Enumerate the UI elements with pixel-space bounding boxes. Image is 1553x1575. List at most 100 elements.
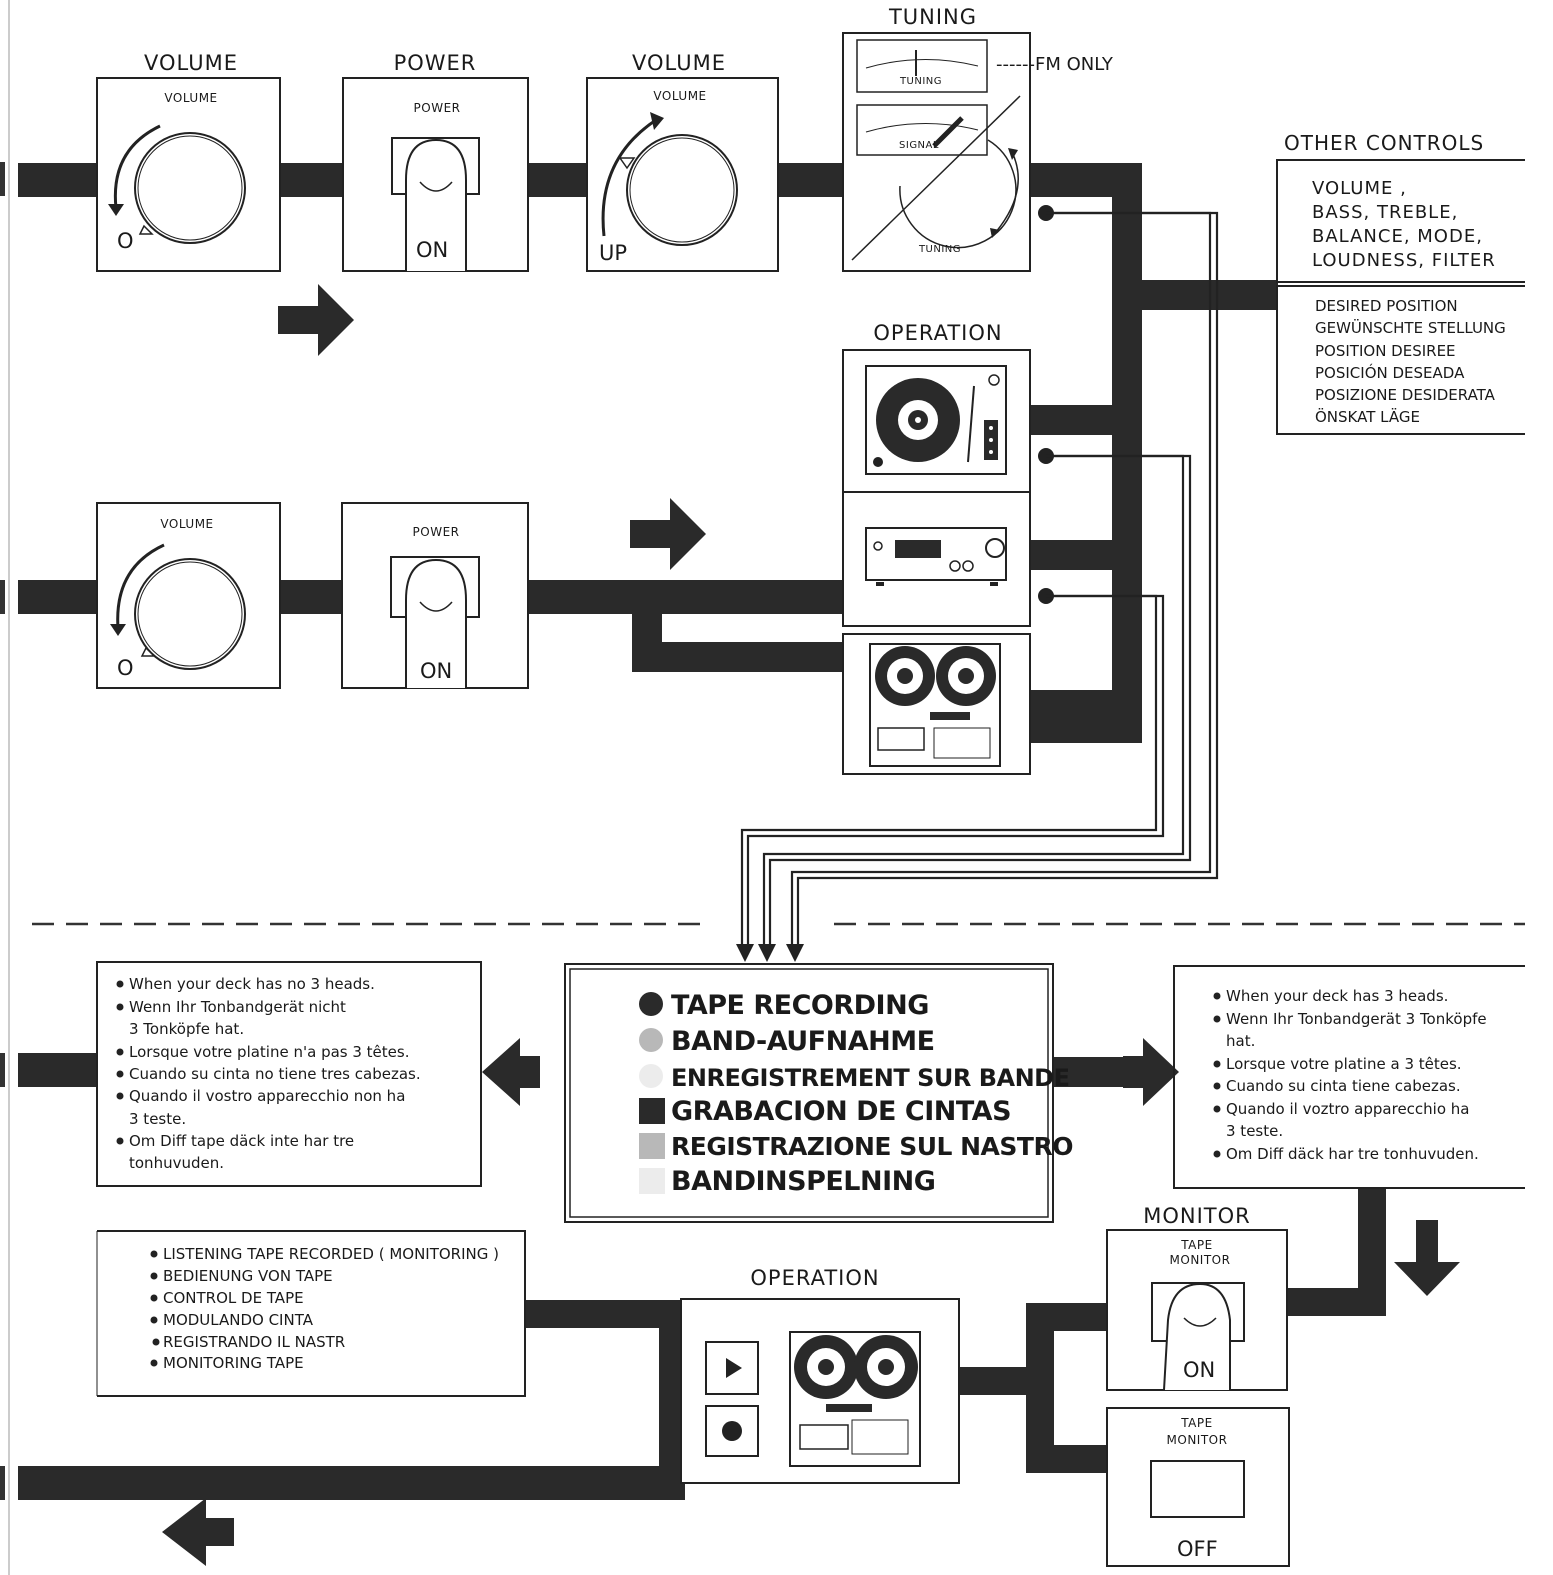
monitoring-item: LISTENING TAPE RECORDED ( MONITORING ) — [163, 1245, 499, 1263]
power-panel-1-state: ON — [416, 238, 448, 262]
legend-dot-light — [639, 1064, 663, 1088]
note-line: 3 teste. — [129, 1110, 186, 1128]
legend-dot-gray — [639, 1028, 663, 1052]
other-controls: OTHER CONTROLS VOLUME , BASS, TREBLE, BA… — [1276, 131, 1525, 435]
power-panel-2-state: ON — [420, 659, 452, 683]
note-line: Cuando su cinta tiene cabezas. — [1226, 1077, 1461, 1095]
note-line: Wenn Ihr Tonbandgerät nicht — [129, 998, 346, 1016]
operation-bottom-title: OPERATION — [750, 1266, 879, 1290]
recording-item: REGISTRAZIONE SUL NASTRO — [671, 1132, 1073, 1161]
note-line: 3 Tonköpfe hat. — [129, 1020, 244, 1038]
volume-panel-1-inner-label: VOLUME — [164, 91, 217, 105]
control-item: BALANCE, MODE, — [1312, 226, 1483, 247]
note-line: When your deck has no 3 heads. — [129, 975, 375, 993]
position-item: GEWÜNSCHTE STELLUNG — [1315, 318, 1506, 337]
volume-panel-2[interactable]: VOLUME VOLUME UP — [586, 51, 779, 272]
volume-panel-1-mark: O — [117, 229, 134, 253]
arrow-down-1 — [1394, 1220, 1460, 1296]
tuning-dial-label: TUNING — [918, 244, 961, 255]
tuning-panel[interactable]: TUNING TUNING SIGNAL TUNING ------FM ONL… — [842, 5, 1114, 272]
right-note: When your deck has 3 heads. Wenn Ihr Ton… — [1173, 965, 1525, 1189]
monitoring-item: MODULANDO CINTA — [163, 1311, 314, 1329]
signal-bars — [18, 163, 1386, 1500]
play-icon — [726, 1358, 742, 1378]
power-panel-1-title: POWER — [394, 51, 477, 75]
monitoring-item: REGISTRANDO IL NASTR — [163, 1333, 345, 1351]
arrows — [162, 284, 1460, 1566]
binding-marks — [0, 0, 10, 1575]
arrow-right-2 — [630, 498, 706, 570]
tuning-panel-title: TUNING — [888, 5, 977, 29]
record-button[interactable] — [705, 1405, 759, 1457]
note-line: Quando il voztro apparecchio ha — [1226, 1100, 1469, 1118]
tape-monitor-off-label2: MONITOR — [1167, 1433, 1228, 1447]
monitoring-item: MONITORING TAPE — [163, 1354, 304, 1372]
record-icon — [722, 1421, 742, 1441]
note-line: Om Diff däck har tre tonhuvuden. — [1226, 1145, 1479, 1163]
arrow-right-3 — [1123, 1038, 1179, 1106]
volume-panel-2-mark: UP — [599, 241, 627, 265]
signal-meter — [856, 104, 988, 156]
other-controls-title: OTHER CONTROLS — [1284, 131, 1484, 155]
recording-item: BANDINSPELNING — [671, 1166, 935, 1197]
volume-knob-1[interactable] — [134, 132, 246, 244]
note-line: Wenn Ihr Tonbandgerät 3 Tonköpfe — [1226, 1010, 1487, 1028]
position-item: DESIRED POSITION — [1315, 297, 1458, 315]
legend-square-black — [639, 1098, 665, 1124]
note-line: Lorsque votre platine n'a pas 3 têtes. — [129, 1043, 409, 1061]
tape-monitor-on-label2: MONITOR — [1170, 1253, 1231, 1267]
arrow-right-1 — [278, 284, 354, 356]
tape-monitor-off-label1: TAPE — [1180, 1416, 1212, 1430]
tape-monitor-on-state: ON — [1183, 1358, 1215, 1382]
thin-wires — [736, 205, 1219, 962]
monitor-title: MONITOR — [1143, 1204, 1251, 1228]
power-panel-1[interactable]: POWER POWER ON — [342, 51, 529, 272]
note-line: Quando il vostro apparecchio non ha — [129, 1087, 405, 1105]
volume-panel-3-mark: O — [117, 656, 134, 680]
volume-panel-3-inner-label: VOLUME — [160, 517, 213, 531]
control-item: VOLUME , — [1312, 178, 1407, 199]
operation-bottom: OPERATION — [680, 1266, 960, 1484]
volume-panel-3[interactable]: VOLUME O — [96, 502, 281, 689]
volume-panel-1-title: VOLUME — [144, 51, 238, 75]
volume-panel-1[interactable]: VOLUME VOLUME O — [96, 51, 281, 272]
operation-top-title: OPERATION — [873, 321, 1002, 345]
operation-top: OPERATION — [842, 321, 1031, 775]
volume-knob-2[interactable] — [626, 134, 738, 246]
note-line: hat. — [1226, 1032, 1255, 1050]
position-item: POSIZIONE DESIDERATA — [1315, 386, 1496, 404]
monitoring-note: LISTENING TAPE RECORDED ( MONITORING ) B… — [96, 1230, 526, 1397]
tape-monitor-off-state: OFF — [1177, 1537, 1218, 1561]
recording-item: GRABACION DE CINTAS — [671, 1096, 1011, 1127]
monitoring-item: BEDIENUNG VON TAPE — [163, 1267, 333, 1285]
power-panel-1-inner-label: POWER — [414, 101, 461, 115]
legend-dot-black — [639, 992, 663, 1016]
legend-square-gray — [639, 1133, 665, 1159]
note-line: When your deck has 3 heads. — [1226, 987, 1448, 1005]
recording-item: BAND-AUFNAHME — [671, 1026, 935, 1057]
arrow-left-1 — [482, 1038, 540, 1106]
position-item: POSICIÓN DESEADA — [1315, 363, 1465, 382]
signal-meter-label: SIGNAL — [899, 140, 939, 151]
note-line: tonhuvuden. — [129, 1154, 224, 1172]
tuning-meter-label: TUNING — [899, 76, 942, 87]
control-item: LOUDNESS, FILTER — [1312, 250, 1496, 271]
finger-icon — [405, 558, 467, 688]
position-item: ÖNSKAT LÄGE — [1315, 407, 1420, 426]
tape-monitor-button-off[interactable] — [1150, 1460, 1245, 1518]
note-line: Om Diff tape däck inte har tre — [129, 1132, 354, 1150]
note-line: 3 teste. — [1226, 1122, 1283, 1140]
legend-square-light — [639, 1168, 665, 1194]
monitor-section[interactable]: MONITOR TAPE MONITOR ON TAPE MONITOR OFF — [1106, 1204, 1290, 1567]
volume-panel-2-title: VOLUME — [632, 51, 726, 75]
tuning-meter — [856, 39, 988, 93]
volume-knob-3[interactable] — [134, 558, 246, 670]
tuning-dial[interactable] — [899, 139, 1017, 249]
finger-icon — [405, 138, 467, 271]
position-item: POSITION DESIREE — [1315, 342, 1456, 360]
power-panel-2[interactable]: POWER ON — [341, 502, 529, 689]
power-panel-2-inner-label: POWER — [413, 525, 460, 539]
rotate-ccw-arrow-icon — [113, 124, 161, 209]
tape-recording-box: TAPE RECORDING BAND-AUFNAHME ENREGISTREM… — [564, 963, 1073, 1223]
